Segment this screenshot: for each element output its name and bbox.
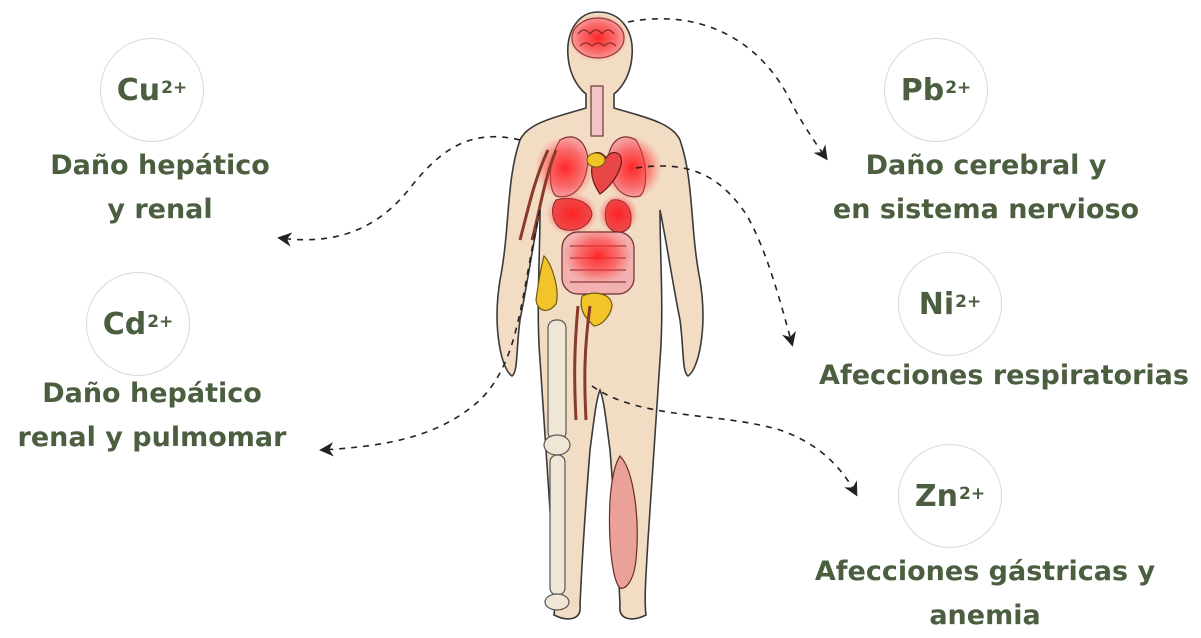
caption-pb-line-1: Daño cerebral y	[815, 144, 1157, 188]
caption-zn-line-1: Afecciones gástricas y	[800, 550, 1170, 594]
ion-zn-charge: 2+	[959, 484, 985, 504]
arrow-liver-to-cu	[280, 137, 520, 240]
ion-pb-charge: 2+	[945, 78, 971, 98]
caption-cu-line-2: y renal	[35, 188, 285, 232]
caption-cd-line-1: Daño hepático	[2, 372, 302, 416]
caption-cd-line-2: renal y pulmomar	[2, 416, 302, 460]
ion-ni-symbol: Ni	[919, 287, 954, 322]
caption-pb-line-2: en sistema nervioso	[815, 188, 1157, 232]
caption-ni: Afecciones respiratorias	[812, 354, 1196, 398]
ion-cd-charge: 2+	[147, 312, 173, 332]
intestines	[562, 228, 634, 294]
caption-pb: Daño cerebral y en sistema nervioso	[815, 144, 1157, 232]
caption-cd: Daño hepático renal y pulmomar	[2, 372, 302, 460]
ion-cu-charge: 2+	[161, 78, 187, 98]
caption-zn-line-2: anemia	[800, 594, 1170, 638]
ion-pb-symbol: Pb	[901, 73, 944, 108]
caption-cu-line-1: Daño hepático	[35, 144, 285, 188]
ion-zn-symbol: Zn	[915, 479, 958, 514]
ion-cu-symbol: Cu	[117, 73, 160, 108]
ion-ni-charge: 2+	[955, 292, 981, 312]
caption-zn: Afecciones gástricas y anemia	[800, 550, 1170, 638]
caption-cu: Daño hepático y renal	[35, 144, 285, 232]
ion-cd-symbol: Cd	[103, 307, 147, 342]
caption-ni-line-1: Afecciones respiratorias	[812, 354, 1196, 398]
brain	[568, 14, 628, 62]
trachea	[591, 86, 603, 136]
